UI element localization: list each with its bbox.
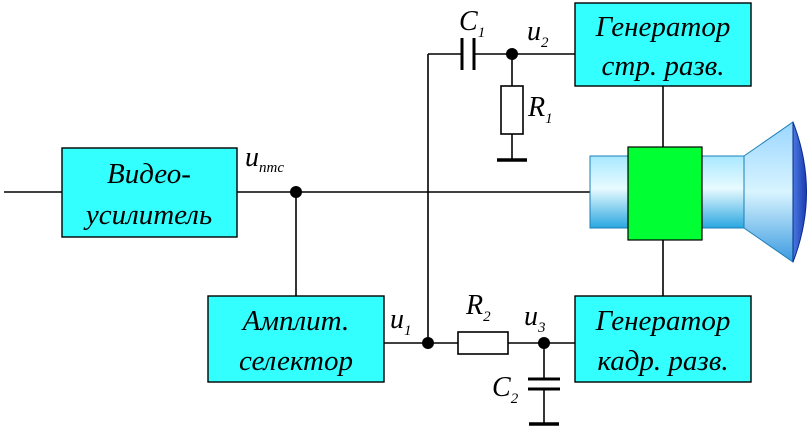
resistor-icon — [457, 331, 509, 355]
crt-neck-rear — [699, 155, 745, 229]
junction-dot — [506, 48, 518, 60]
block-line-1: Видео- — [107, 158, 191, 190]
label-u3: u3 — [524, 301, 546, 336]
junction-dot — [290, 186, 302, 198]
block-line-2: усилитель — [83, 199, 212, 231]
capacitor-icon — [460, 38, 476, 70]
label-r2: R2 — [465, 290, 491, 325]
block-line-1: Генератор — [595, 11, 731, 43]
crt-cone — [743, 121, 794, 263]
block-line-1: Амплит. — [241, 305, 349, 337]
label-u-ptc: uптс — [245, 142, 284, 176]
block-frame-generator: Генератор кадр. разв. — [574, 295, 752, 383]
crt-tube-icon — [589, 121, 807, 263]
label-r1: R1 — [527, 92, 553, 127]
label-c2: C2 — [492, 372, 519, 407]
block-video-amplifier: Видео- усилитель — [61, 147, 238, 238]
crt-screen — [792, 121, 807, 263]
block-line-generator: Генератор стр. разв. — [574, 2, 752, 87]
block-amplitude-selector: Амплит. селектор — [207, 295, 385, 383]
junction-dot — [538, 337, 550, 349]
block-line-1: Генератор — [595, 305, 731, 337]
junction-dot — [422, 337, 434, 349]
label-c1: C1 — [459, 6, 485, 41]
block-line-2: селектор — [239, 345, 353, 377]
resistor-icon — [500, 85, 524, 135]
crt-neck — [589, 155, 631, 229]
capacitor-icon — [528, 377, 560, 391]
block-line-2: стр. разв. — [602, 50, 725, 82]
deflection-yoke — [627, 146, 703, 241]
label-u2: u2 — [527, 16, 549, 51]
block-line-2: кадр. разв. — [597, 345, 728, 377]
label-u1: u1 — [390, 304, 412, 339]
